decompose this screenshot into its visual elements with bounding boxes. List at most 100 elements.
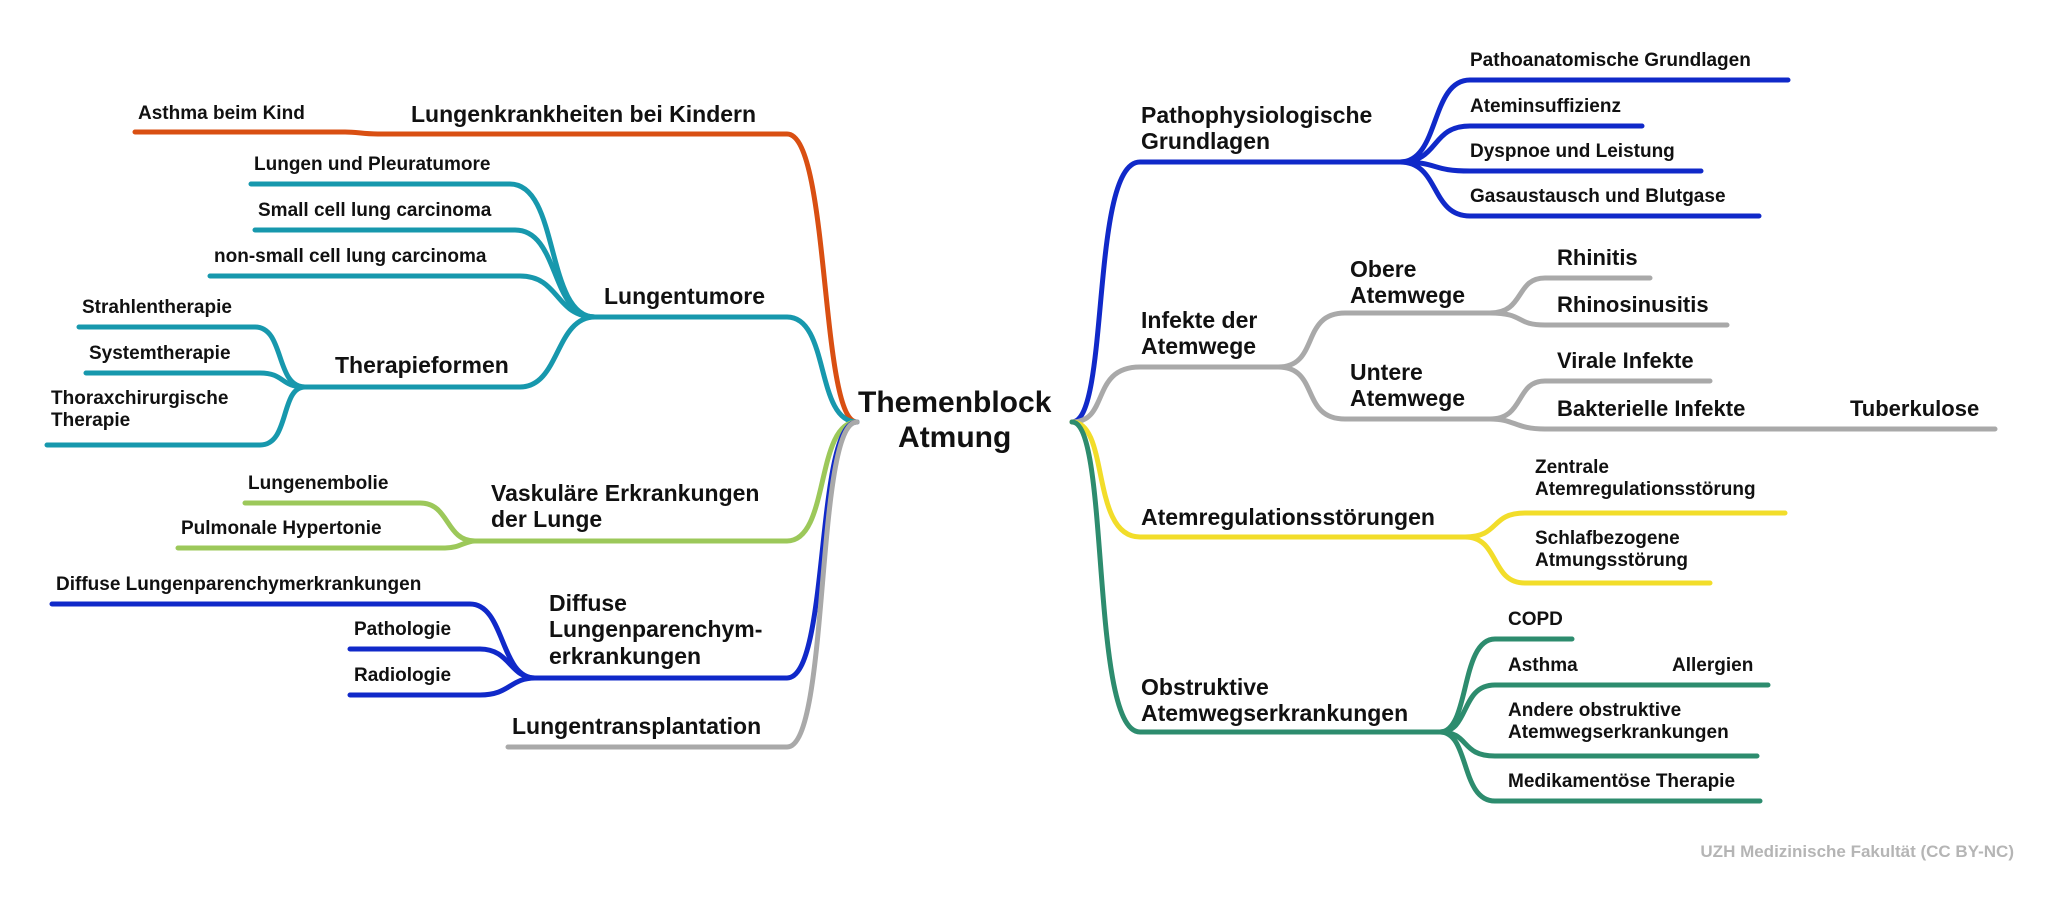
- node-infekte-atemwege: Infekte der Atemwege: [1141, 307, 1257, 360]
- node-lungenkrankheiten-kinder: Lungenkrankheiten bei Kindern: [411, 101, 757, 127]
- connector-thorax: [44, 384, 308, 448]
- connector-kinder: [375, 131, 860, 425]
- branch-patho: [1069, 77, 1791, 425]
- connector-nonsmall: [207, 273, 598, 320]
- node-atemregulationsstoerungen: Atemregulationsstörungen: [1141, 504, 1435, 530]
- branch-regulation: [1069, 419, 1788, 586]
- connector-obere: [1275, 310, 1493, 370]
- zentral-line-1: Zentrale: [1535, 457, 1609, 478]
- branch-transplant: [505, 419, 860, 750]
- connector-rhino: [1487, 310, 1730, 328]
- branch-vaskulaer: [175, 419, 860, 551]
- center-line-2: Atmung: [898, 420, 1012, 454]
- node-lungenembolie: Lungenembolie: [248, 473, 389, 494]
- node-diffuse-lungenparenchymerkrankungen: Diffuse Lungenparenchymerkrankungen: [56, 574, 422, 595]
- vaskulaer-line-2: der Lunge: [491, 506, 603, 533]
- node-virale-infekte: Virale Infekte: [1557, 348, 1694, 373]
- schlaf-line-1: Schlafbezogene: [1535, 528, 1680, 549]
- node-bakterielle-infekte: Bakterielle Infekte: [1557, 396, 1746, 421]
- node-tuberkulose: Tuberkulose: [1850, 396, 1980, 421]
- untere-line-1: Untere: [1350, 359, 1423, 385]
- connector-radiologie: [347, 675, 538, 698]
- node-asthma: Asthma: [1508, 655, 1578, 676]
- obere-line-1: Obere: [1350, 256, 1417, 282]
- infekte-line-1: Infekte der: [1141, 307, 1258, 333]
- branch-infekte: [1069, 275, 1998, 432]
- node-lungentransplantation: Lungentransplantation: [512, 713, 762, 739]
- node-obere-atemwege: Obere Atemwege: [1350, 256, 1465, 309]
- node-vaskulaere-erkrankungen: Vaskuläre Erkrankungen der Lunge: [491, 480, 759, 533]
- node-dyspnoe-leistung: Dyspnoe und Leistung: [1470, 141, 1675, 162]
- diffuse-line-3: erkrankungen: [549, 642, 702, 669]
- node-gasaustausch-blutgase: Gasaustausch und Blutgase: [1470, 186, 1726, 207]
- node-allergien: Allergien: [1672, 655, 1754, 676]
- node-thoraxchirurgische-therapie: Thoraxchirurgische Therapie: [51, 388, 228, 432]
- connector-asthma: [1437, 682, 1771, 735]
- connector-obstruktiv: [1069, 419, 1443, 735]
- node-ateminsuffizienz: Ateminsuffizienz: [1470, 96, 1621, 117]
- node-lungen-pleuratumore: Lungen und Pleuratumore: [254, 154, 491, 175]
- patho-line-1: Pathophysiologische: [1141, 102, 1373, 128]
- node-rhinosinusitis: Rhinosinusitis: [1557, 292, 1709, 317]
- infekte-line-2: Atemwege: [1141, 333, 1257, 360]
- patho-line-2: Grundlagen: [1141, 128, 1271, 155]
- node-obstruktive-atemwegserkrankungen: Obstruktive Atemwegserkrankungen: [1141, 674, 1408, 727]
- center-line-1: Themenblock: [858, 386, 1052, 419]
- node-pathologie: Pathologie: [354, 619, 452, 640]
- node-systemtherapie: Systemtherapie: [89, 343, 231, 364]
- footer-credit: UZH Medizinische Fakultät (CC BY-NC): [1700, 842, 2014, 861]
- connector-infekte: [1069, 364, 1281, 425]
- node-diffuse-lungenparenchym: Diffuse Lungenparenchym- erkrankungen: [549, 590, 762, 669]
- connector-diffuse-top: [49, 601, 538, 681]
- vaskulaer-line-1: Vaskuläre Erkrankungen: [491, 480, 760, 506]
- obstruktiv-line-1: Obstruktive: [1141, 674, 1269, 700]
- center-topic: Themenblock Atmung: [858, 386, 1051, 455]
- node-pulmonale-hypertonie: Pulmonale Hypertonie: [181, 518, 382, 539]
- node-small-cell: Small cell lung carcinoma: [258, 200, 492, 221]
- node-pathoanatomische-grundlagen: Pathoanatomische Grundlagen: [1470, 50, 1751, 71]
- branch-kinder: [132, 129, 860, 425]
- diffuse-line-2: Lungenparenchym-: [549, 616, 763, 643]
- node-copd: COPD: [1508, 609, 1563, 630]
- node-asthma-beim-kind: Asthma beim Kind: [138, 103, 305, 124]
- connector-therapie: [302, 314, 598, 390]
- connector-viral: [1487, 378, 1713, 422]
- node-medikamentoese-therapie: Medikamentöse Therapie: [1508, 771, 1736, 792]
- connector-bakt: [1487, 416, 1998, 432]
- connector-vaskulaer: [472, 419, 860, 544]
- obstruktiv-line-2: Atemwegserkrankungen: [1141, 700, 1409, 727]
- connector-untere: [1275, 364, 1493, 422]
- thorax-line-2: Therapie: [51, 409, 131, 431]
- connector-asthma-beim-kind: [132, 129, 381, 137]
- connector-regulation: [1069, 419, 1468, 540]
- connector-transplant: [505, 419, 860, 750]
- thorax-line-1: Thoraxchirurgische: [51, 388, 229, 409]
- andere-line-2: Atemwegserkrankungen: [1508, 721, 1729, 743]
- node-pathophysiologische-grundlagen: Pathophysiologische Grundlagen: [1141, 102, 1372, 155]
- zentral-line-2: Atemregulationsstörung: [1535, 478, 1756, 500]
- schlaf-line-2: Atmungsstörung: [1535, 549, 1689, 571]
- connector-tumore: [592, 314, 860, 425]
- connector-dyspnoe: [1397, 159, 1704, 174]
- node-therapieformen: Therapieformen: [335, 352, 509, 378]
- node-lungentumore: Lungentumore: [604, 283, 765, 309]
- connector-medi: [1437, 729, 1763, 804]
- untere-line-2: Atemwege: [1350, 385, 1466, 412]
- node-schlafbezogene-atmungsstoerung: Schlafbezogene Atmungsstörung: [1535, 528, 1688, 572]
- node-non-small-cell: non-small cell lung carcinoma: [214, 246, 487, 267]
- branch-tumore: [44, 181, 860, 448]
- node-untere-atemwege: Untere Atemwege: [1350, 359, 1465, 412]
- connector-gas: [1397, 159, 1762, 219]
- node-rhinitis: Rhinitis: [1557, 245, 1638, 270]
- obere-line-2: Atemwege: [1350, 282, 1466, 309]
- connector-zentral: [1462, 510, 1788, 540]
- andere-line-1: Andere obstruktive: [1508, 700, 1682, 721]
- connector-hypertonie: [175, 538, 478, 551]
- node-zentrale-atemregulationsstoerung: Zentrale Atemregulationsstörung: [1535, 457, 1756, 501]
- connector-patho: [1069, 159, 1403, 425]
- branch-obstruktiv: [1069, 419, 1771, 804]
- connector-embolie: [242, 500, 478, 544]
- node-radiologie: Radiologie: [354, 665, 452, 686]
- node-andere-obstruktive: Andere obstruktive Atemwegserkrankungen: [1508, 700, 1729, 744]
